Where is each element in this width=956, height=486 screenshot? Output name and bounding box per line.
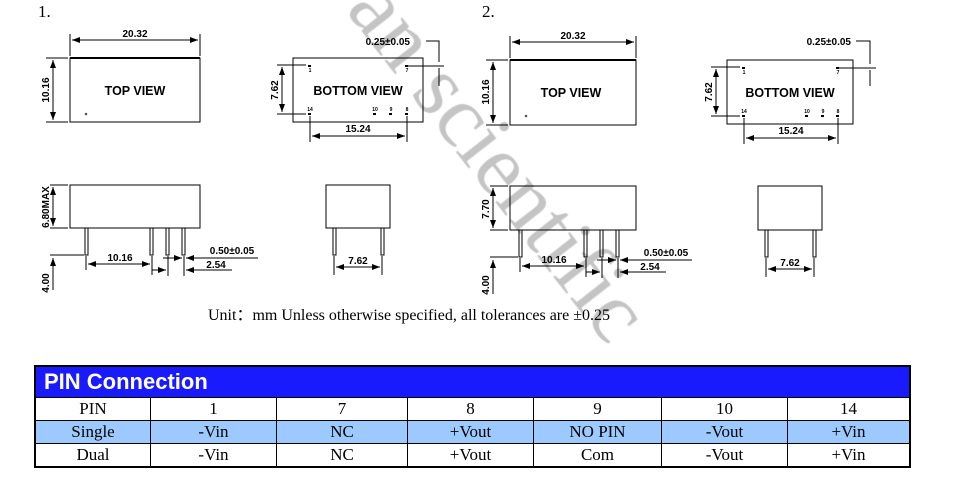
pin-label-1: 1	[309, 68, 312, 74]
width-dim: 10.16	[41, 77, 52, 102]
height-dim: 6.80MAX	[41, 186, 52, 228]
drawing-2-number: 2.	[482, 2, 495, 21]
bottom-view-label: BOTTOM VIEW	[745, 86, 835, 100]
unit-note: Unit：mm Unless otherwise specified, all …	[208, 307, 611, 324]
table-title: PIN Connection	[34, 365, 911, 398]
bottom-view-pins	[308, 65, 408, 115]
mechanical-drawings: 20.32 10.16 TOP VIEW 1 7 14 10 9 8 BOTTO…	[41, 29, 876, 295]
pin-label-10: 10	[804, 109, 810, 115]
pin1-marker-dot	[84, 112, 88, 116]
table-cell: -Vin	[150, 420, 277, 444]
pin-connection-table: PIN Connection PIN 1 7 8 9 10 14 Single …	[34, 365, 911, 468]
header-cell: 7	[276, 397, 408, 421]
bottom-view-pins	[742, 67, 839, 117]
length-dim: 20.32	[122, 29, 147, 40]
pin-pitch-major-dim: 10.16	[107, 253, 132, 264]
row-spacing-dim: 7.62	[704, 82, 715, 102]
drawing-1: 20.32 10.16 TOP VIEW 1 7 14 10 9 8 BOTTO…	[41, 29, 444, 293]
header-cell: 8	[407, 397, 534, 421]
bottom-view-outline	[292, 57, 424, 123]
end-pin-spacing-dim: 7.62	[348, 256, 368, 267]
table-cell: Dual	[34, 443, 151, 468]
table-cell: -Vout	[661, 443, 788, 468]
table-cell: NO PIN	[533, 420, 662, 444]
table-header-row: PIN 1 7 8 9 10 14	[34, 397, 911, 421]
length-dim: 20.32	[560, 31, 585, 42]
row-spacing-dim: 7.62	[270, 80, 281, 100]
top-view-label: TOP VIEW	[105, 84, 166, 98]
table-cell: -Vin	[150, 443, 277, 468]
pin1-marker-dot	[524, 114, 528, 118]
pin-label-10: 10	[372, 107, 378, 113]
pin-label-7: 7	[837, 70, 840, 76]
table-cell: -Vout	[661, 420, 788, 444]
pin-pitch-dim: 2.54	[640, 262, 660, 273]
pin-span-dim: 15.24	[345, 124, 370, 135]
top-view-label: TOP VIEW	[541, 86, 602, 100]
table-cell: Single	[34, 420, 151, 444]
header-cell: 14	[787, 397, 911, 421]
table-cell: +Vin	[787, 443, 911, 468]
pin-label-14: 14	[741, 109, 747, 115]
table-cell: Com	[533, 443, 662, 468]
pin-pitch-major-dim: 10.16	[541, 255, 566, 266]
side-view-outline	[509, 185, 637, 231]
bottom-view-outline	[726, 59, 854, 125]
pin-label-8: 8	[406, 107, 409, 113]
pin-label-9: 9	[822, 109, 825, 115]
side-view-outline	[69, 184, 201, 229]
end-pin-spacing-dim: 7.62	[780, 258, 800, 269]
pin-label-8: 8	[837, 109, 840, 115]
width-dim: 10.16	[481, 79, 492, 104]
pin-label-9: 9	[390, 107, 393, 113]
pin-pitch-dim: 2.54	[206, 260, 226, 271]
pin-diameter-dim: 0.50±0.05	[210, 246, 255, 257]
table-cell: +Vout	[407, 420, 534, 444]
table-cell: +Vin	[787, 420, 911, 444]
side-view-pins	[518, 229, 620, 258]
pin-length-dim: 4.00	[481, 275, 492, 295]
header-cell: 10	[661, 397, 788, 421]
pin-thickness-dim: 0.25±0.05	[807, 37, 852, 48]
header-cell: 9	[533, 397, 662, 421]
drawing-2: 20.32 10.16 TOP VIEW 1 7 14 10 9 8 BOTTO…	[481, 31, 876, 295]
table-row-dual: Dual -Vin NC +Vout Com -Vout +Vin	[34, 443, 911, 468]
pin-span-dim: 15.24	[778, 126, 803, 137]
table-cell: NC	[276, 420, 408, 444]
table-cell: +Vout	[407, 443, 534, 468]
header-cell: PIN	[34, 397, 151, 421]
table-row-single: Single -Vin NC +Vout NO PIN -Vout +Vin	[34, 420, 911, 444]
pin-diameter-dim: 0.50±0.05	[644, 248, 689, 259]
end-view-outline	[757, 185, 823, 231]
header-cell: 1	[150, 397, 277, 421]
bottom-view-label: BOTTOM VIEW	[313, 84, 403, 98]
side-view-pins	[84, 227, 186, 256]
end-view-outline	[325, 184, 391, 229]
pin-length-dim: 4.00	[41, 273, 52, 293]
pin-label-1: 1	[743, 70, 746, 76]
drawing-1-number: 1.	[38, 2, 51, 21]
table-cell: NC	[276, 443, 408, 468]
pin-label-14: 14	[307, 107, 313, 113]
pin-label-7: 7	[406, 68, 409, 74]
height-dim: 7.70	[481, 199, 492, 219]
pin-thickness-dim: 0.25±0.05	[366, 37, 411, 48]
